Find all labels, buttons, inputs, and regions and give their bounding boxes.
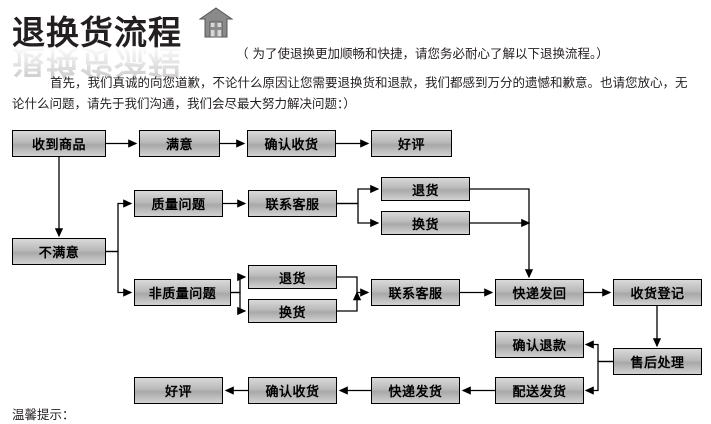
node-return-quality[interactable]: 退货 (381, 177, 470, 201)
header-note: （ 为了使退换更加顺畅和快捷，请您务必耐心了解以下退换流程。） (236, 46, 609, 61)
node-good-review-top[interactable]: 好评 (371, 130, 452, 157)
node-return-nonquality[interactable]: 退货 (248, 265, 337, 289)
node-satisfied[interactable]: 满意 (139, 130, 220, 157)
node-contact-service-bottom[interactable]: 联系客服 (371, 279, 460, 306)
page-title: 退换货流程 (12, 13, 182, 52)
node-confirm-refund[interactable]: 确认退款 (495, 331, 584, 358)
node-after-sales[interactable]: 售后处理 (613, 348, 702, 375)
node-non-quality-issue[interactable]: 非质量问题 (134, 279, 231, 306)
intro-line-1: 首先，我们真诚的向您道歉，不论什么原因让您需要退换货和退款，我们都感到万分的遗憾… (50, 75, 688, 90)
footer-note: 温馨提示： (12, 407, 75, 422)
node-exchange-quality[interactable]: 换货 (381, 211, 470, 235)
node-courier-ship[interactable]: 快递发货 (371, 377, 460, 404)
node-ship-back[interactable]: 快递发回 (495, 279, 584, 306)
node-confirm-receipt-bottom[interactable]: 确认收货 (248, 377, 337, 404)
node-confirm-receipt-top[interactable]: 确认收货 (247, 130, 336, 157)
node-dispatch-goods[interactable]: 配送发货 (495, 377, 584, 404)
node-contact-service-top[interactable]: 联系客服 (248, 190, 337, 217)
node-exchange-nonquality[interactable]: 换货 (248, 299, 337, 323)
node-unsatisfied[interactable]: 不满意 (12, 238, 106, 265)
node-quality-issue[interactable]: 质量问题 (134, 190, 223, 217)
house-icon (199, 7, 233, 38)
intro-paragraph: 首先，我们真诚的向您道歉，不论什么原因让您需要退换货和退款，我们都感到万分的遗憾… (12, 72, 702, 114)
intro-line-2: 论什么问题，请先于我们沟通，我们会尽最大努力解决问题：） (12, 96, 356, 111)
node-received-goods[interactable]: 收到商品 (12, 130, 106, 157)
node-receipt-registration[interactable]: 收货登记 (613, 279, 702, 306)
node-good-review-bottom[interactable]: 好评 (134, 377, 223, 404)
